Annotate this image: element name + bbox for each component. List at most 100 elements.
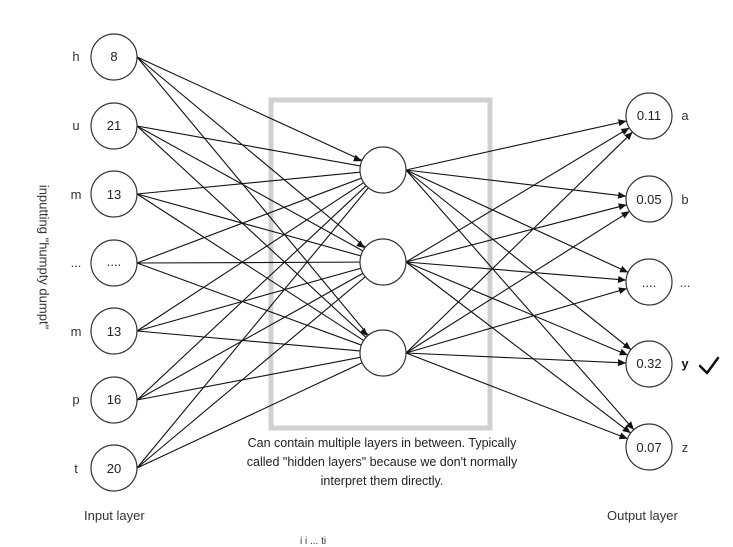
arrowhead-output-2-from-1 bbox=[617, 275, 627, 283]
output-node-value-3: 0.32 bbox=[636, 356, 662, 371]
edge-hidden-0-output-0 bbox=[405, 115, 650, 171]
input-node-1 bbox=[90, 102, 138, 150]
truncated-bottom-text: i i ... ti bbox=[300, 536, 327, 547]
arrowhead-hidden-2 bbox=[359, 327, 368, 336]
input-node-3 bbox=[90, 239, 138, 287]
edge-hidden-1-output-4 bbox=[405, 261, 650, 448]
input-node-value-5: 16 bbox=[106, 392, 122, 407]
input-node-value-2: 13 bbox=[106, 187, 122, 202]
edge-hidden-2-output-1 bbox=[405, 198, 650, 354]
vertical-input-text: inputting "humpty dumpt" bbox=[36, 184, 52, 330]
edge-input-4-hidden-0 bbox=[136, 169, 384, 332]
edge-input-2-hidden-2 bbox=[136, 193, 384, 354]
input-node-0 bbox=[90, 33, 138, 81]
edge-input-1-hidden-0 bbox=[136, 125, 384, 171]
edge-hidden-1-output-2 bbox=[405, 261, 650, 283]
edge-input-0-hidden-1 bbox=[136, 56, 384, 263]
arrowhead-output-4-from-2 bbox=[618, 432, 628, 440]
input-node-value-3: .... bbox=[106, 254, 122, 269]
input-label-4: m bbox=[70, 324, 82, 339]
edge-hidden-0-output-2 bbox=[405, 169, 650, 283]
output-node-1 bbox=[625, 175, 673, 223]
arrowhead-output-4-from-1 bbox=[622, 425, 631, 434]
edge-input-6-hidden-0 bbox=[136, 169, 384, 469]
edge-input-4-hidden-2 bbox=[136, 330, 384, 354]
input-label-2: m bbox=[70, 187, 82, 202]
connection-lines bbox=[136, 56, 650, 469]
edge-input-1-hidden-1 bbox=[136, 125, 384, 263]
edge-hidden-1-output-0 bbox=[405, 115, 650, 263]
edge-input-3-hidden-0 bbox=[136, 169, 384, 264]
edge-hidden-2-output-2 bbox=[405, 281, 650, 354]
output-label-4: z bbox=[681, 440, 689, 455]
edge-hidden-1-output-3 bbox=[405, 261, 650, 365]
edge-input-1-hidden-2 bbox=[136, 125, 384, 354]
output-label-3: y bbox=[681, 356, 689, 371]
arrowhead-output-0-from-2 bbox=[624, 132, 633, 141]
edge-input-5-hidden-0 bbox=[136, 169, 384, 401]
input-node-2 bbox=[90, 170, 138, 218]
input-node-value-1: 21 bbox=[106, 118, 122, 133]
input-node-6 bbox=[90, 444, 138, 492]
input-node-5 bbox=[90, 376, 138, 424]
input-node-value-0: 8 bbox=[110, 49, 118, 64]
arrowhead-hidden-0 bbox=[353, 154, 362, 162]
arrowhead-output-1-from-2 bbox=[620, 211, 630, 219]
input-label-1: u bbox=[72, 118, 80, 133]
edge-input-5-hidden-2 bbox=[136, 352, 384, 401]
hidden-layer-caption: Can contain multiple layers in between. … bbox=[246, 436, 518, 488]
output-node-value-4: 0.07 bbox=[636, 440, 662, 455]
input-node-value-4: 13 bbox=[106, 324, 122, 339]
input-label-5: p bbox=[72, 392, 80, 407]
arrowhead-output-3-from-2 bbox=[617, 359, 627, 367]
edge-input-0-hidden-0 bbox=[136, 56, 384, 171]
input-layer-label: Input layer bbox=[84, 508, 145, 523]
edge-input-3-hidden-1 bbox=[136, 261, 384, 264]
output-node-value-1: 0.05 bbox=[636, 192, 662, 207]
edge-input-6-hidden-2 bbox=[136, 352, 384, 469]
arrowhead-output-0-from-1 bbox=[620, 127, 630, 135]
input-node-4 bbox=[90, 307, 138, 355]
input-label-6: t bbox=[74, 461, 78, 476]
hidden-layer-box bbox=[268, 97, 493, 431]
edge-input-2-hidden-1 bbox=[136, 193, 384, 263]
output-label-0: a bbox=[681, 108, 689, 123]
edge-input-2-hidden-0 bbox=[136, 169, 384, 195]
output-node-3 bbox=[625, 340, 673, 388]
arrowhead-output-2-from-0 bbox=[619, 265, 629, 273]
output-node-2 bbox=[625, 258, 673, 306]
output-layer-label: Output layer bbox=[607, 508, 678, 523]
hidden-node-1 bbox=[359, 238, 407, 286]
output-label-1: b bbox=[681, 192, 689, 207]
edge-input-4-hidden-1 bbox=[136, 261, 384, 332]
arrowhead-output-0-from-0 bbox=[617, 119, 627, 127]
hidden-node-0 bbox=[359, 146, 407, 194]
neurons bbox=[90, 33, 673, 492]
output-node-0 bbox=[625, 92, 673, 140]
output-node-4 bbox=[625, 423, 673, 471]
edge-hidden-0-output-3 bbox=[405, 169, 650, 365]
checkmark-icon bbox=[698, 356, 720, 375]
edge-hidden-0-output-4 bbox=[405, 169, 650, 448]
arrowhead-output-3-from-1 bbox=[619, 348, 628, 356]
edge-input-0-hidden-2 bbox=[136, 56, 384, 354]
edge-input-6-hidden-1 bbox=[136, 261, 384, 469]
edge-hidden-2-output-4 bbox=[405, 352, 650, 448]
output-label-2: ... bbox=[679, 275, 691, 290]
edge-input-5-hidden-1 bbox=[136, 261, 384, 401]
arrowhead-output-1-from-1 bbox=[618, 203, 627, 211]
output-node-value-0: 0.11 bbox=[636, 108, 662, 123]
edge-hidden-2-output-3 bbox=[405, 352, 650, 365]
arrowhead-output-2-from-2 bbox=[618, 287, 627, 295]
input-label-3: ... bbox=[70, 255, 82, 270]
edge-hidden-2-output-0 bbox=[405, 115, 650, 354]
input-node-value-6: 20 bbox=[106, 461, 122, 476]
arrowhead-output-4-from-0 bbox=[625, 421, 634, 430]
edge-input-3-hidden-2 bbox=[136, 262, 384, 354]
input-label-0: h bbox=[72, 49, 80, 64]
arrowhead-output-1-from-0 bbox=[617, 191, 627, 199]
output-node-value-2: .... bbox=[641, 275, 657, 290]
edge-hidden-0-output-1 bbox=[405, 169, 650, 200]
arrowhead-hidden-1 bbox=[356, 240, 365, 249]
